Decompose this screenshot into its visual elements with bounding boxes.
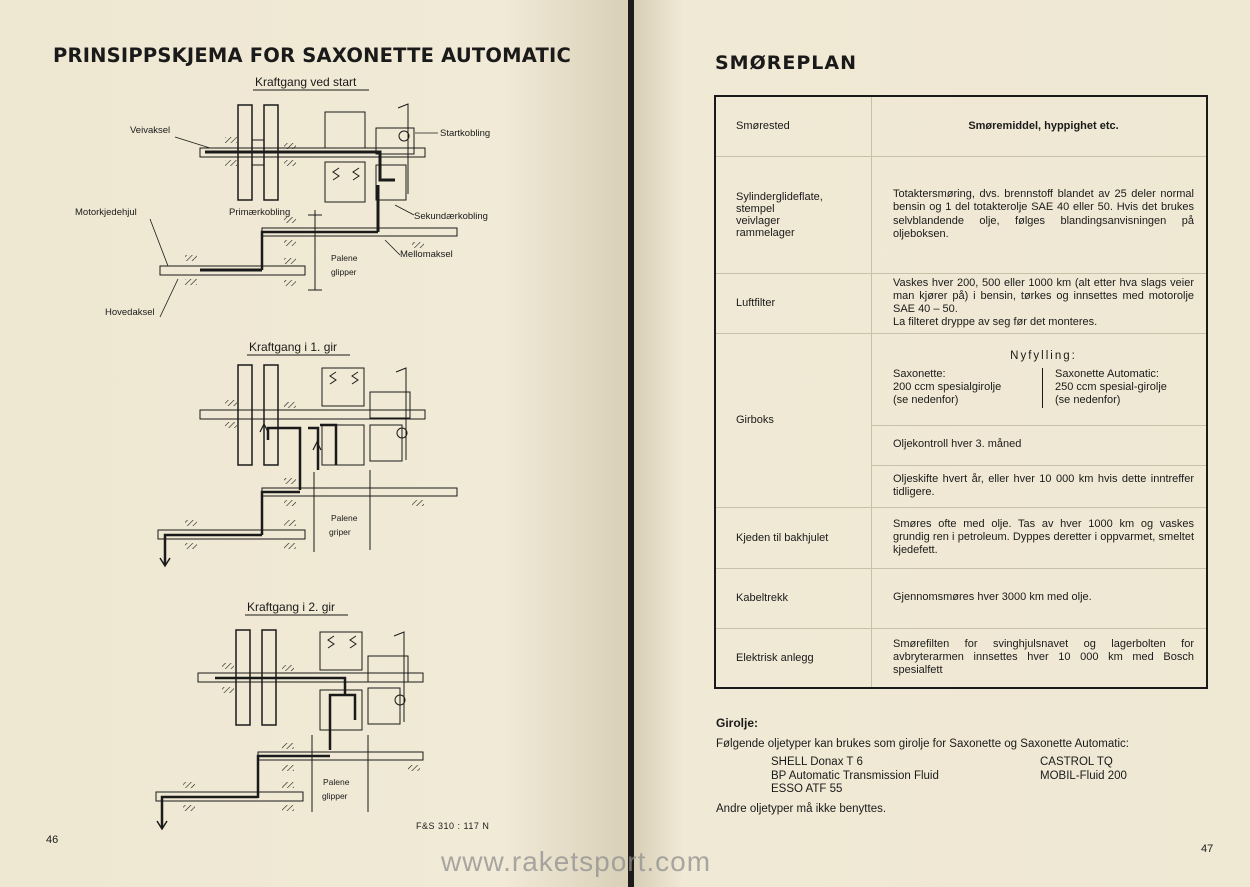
diagram-gear-1: Kraftgang i 1. gir: [157, 340, 458, 568]
table-row: Kabeltrekk Gjennomsmøres hver 3000 km me…: [715, 567, 1207, 628]
diagram-start: Kraftgang ved start: [75, 75, 490, 318]
label-palene-gear2-1: Palene: [323, 777, 350, 787]
label-primaerkobling: Primærkobling: [229, 207, 290, 218]
oil-check: Oljekontroll hver 3. måned: [871, 424, 1207, 465]
girolje-intro: Følgende oljetyper kan brukes som girolj…: [716, 738, 1129, 750]
automatic-fill: Saxonette Automatic: 250 ccm spesial-gir…: [1055, 368, 1167, 407]
caption-start: Kraftgang ved start: [255, 75, 357, 89]
label-palene-gear1-1: Palene: [331, 513, 358, 523]
table-header-row: Smørested Smøremiddel, hyppighet etc.: [715, 96, 1207, 156]
label-palene-gear2-2: glipper: [322, 791, 348, 801]
place-luftfilter: Luftfilter: [715, 272, 872, 333]
lubrication-table: Smørested Smøremiddel, hyppighet etc. Sy…: [714, 95, 1208, 689]
page-number-right: 47: [1201, 843, 1214, 855]
place-kabeltrekk: Kabeltrekk: [715, 567, 872, 628]
place-elektrisk: Elektrisk anlegg: [715, 627, 872, 688]
girolje-left-list: SHELL Donax T 6 BP Automatic Transmissio…: [771, 756, 939, 797]
label-palene-2: glipper: [331, 267, 357, 277]
caption-gear-1: Kraftgang i 1. gir: [249, 340, 337, 354]
table-row: Oljekontroll hver 3. måned: [715, 424, 1207, 465]
list-item: ESSO ATF 55: [771, 783, 843, 795]
girolje-footer: Andre oljetyper må ikke benyttes.: [716, 803, 887, 815]
right-page: SMØREPLAN Smørested Smøremiddel, hyppigh…: [634, 0, 1250, 887]
label-palene-gear1-2: griper: [329, 527, 351, 537]
girolje-right-list: CASTROL TQ MOBIL-Fluid 200: [1040, 756, 1127, 783]
lubricant-elektrisk: Smørefilten for svinghjulsnavet og lager…: [871, 627, 1207, 688]
header-col-lubricant: Smøremiddel, hyppighet etc.: [968, 119, 1119, 132]
table-row: Oljeskifte hvert år, eller hver 10 000 k…: [715, 464, 1207, 507]
label-veivaksel: Veivaksel: [130, 125, 170, 136]
left-page-title: PRINSIPPSKJEMA FOR SAXONETTE AUTOMATIC: [53, 44, 571, 67]
left-page: PRINSIPPSKJEMA FOR SAXONETTE AUTOMATIC K…: [0, 0, 628, 887]
lubricant-kabeltrekk: Gjennomsmøres hver 3000 km med olje.: [871, 567, 1207, 628]
label-motorkjedehjul: Motorkjedehjul: [75, 207, 137, 218]
label-mellomaksel: Mellomaksel: [400, 249, 453, 260]
table-row: Luftfilter Vaskes hver 200, 500 eller 10…: [715, 272, 1207, 333]
girolje-title: Girolje:: [716, 716, 759, 730]
place-kjeden: Kjeden til bakhjulet: [715, 506, 872, 568]
list-item: BP Automatic Transmission Fluid: [771, 769, 939, 782]
table-row: Elektrisk anlegg Smørefilten for svinghj…: [715, 627, 1207, 688]
lubricant-cylinder: Totaktersmøring, dvs. brennstoff blandet…: [871, 155, 1207, 273]
place-girboks: Girboks: [715, 332, 872, 507]
figure-code: F&S 310 : 117 N: [416, 821, 490, 831]
nyfylling-title: Nyfylling:: [1010, 350, 1077, 363]
lubricant-kjeden: Smøres ofte med olje. Tas av hver 1000 k…: [871, 506, 1207, 568]
list-item: CASTROL TQ: [1040, 756, 1113, 768]
place-cylinder: Sylinderglideflate, stempel veivlager ra…: [715, 155, 872, 273]
label-startkobling: Startkobling: [440, 128, 490, 139]
label-palene-1: Palene: [331, 253, 358, 263]
header-col-place: Smørested: [715, 96, 872, 156]
label-hovedaksel: Hovedaksel: [105, 307, 155, 318]
table-row: Kjeden til bakhjulet Smøres ofte med olj…: [715, 506, 1207, 568]
caption-gear-2: Kraftgang i 2. gir: [247, 600, 335, 614]
right-page-title: SMØREPLAN: [715, 52, 857, 74]
saxonette-fill: Saxonette: 200 ccm spesialgirolje (se ne…: [893, 368, 1043, 408]
list-item: SHELL Donax T 6: [771, 756, 863, 768]
page-number-left: 46: [46, 834, 59, 846]
lubricant-luftfilter: Vaskes hver 200, 500 eller 1000 km (alt …: [871, 272, 1207, 333]
oil-change: Oljeskifte hvert år, eller hver 10 000 k…: [871, 464, 1207, 507]
watermark: www.raketsport.com: [441, 846, 712, 877]
label-sekundaerkobling: Sekundærkobling: [414, 211, 488, 222]
list-item: MOBIL-Fluid 200: [1040, 769, 1127, 782]
nyfylling-cell: Nyfylling: Saxonette: 200 ccm spesialgir…: [871, 332, 1207, 425]
transmission-diagrams: Kraftgang ved start: [75, 75, 490, 831]
table-row: Girboks Nyfylling: Saxonette: 200 ccm sp…: [715, 332, 1207, 507]
diagram-gear-2: Kraftgang i 2. gir: [155, 600, 424, 831]
table-row: Sylinderglideflate, stempel veivlager ra…: [715, 155, 1207, 273]
